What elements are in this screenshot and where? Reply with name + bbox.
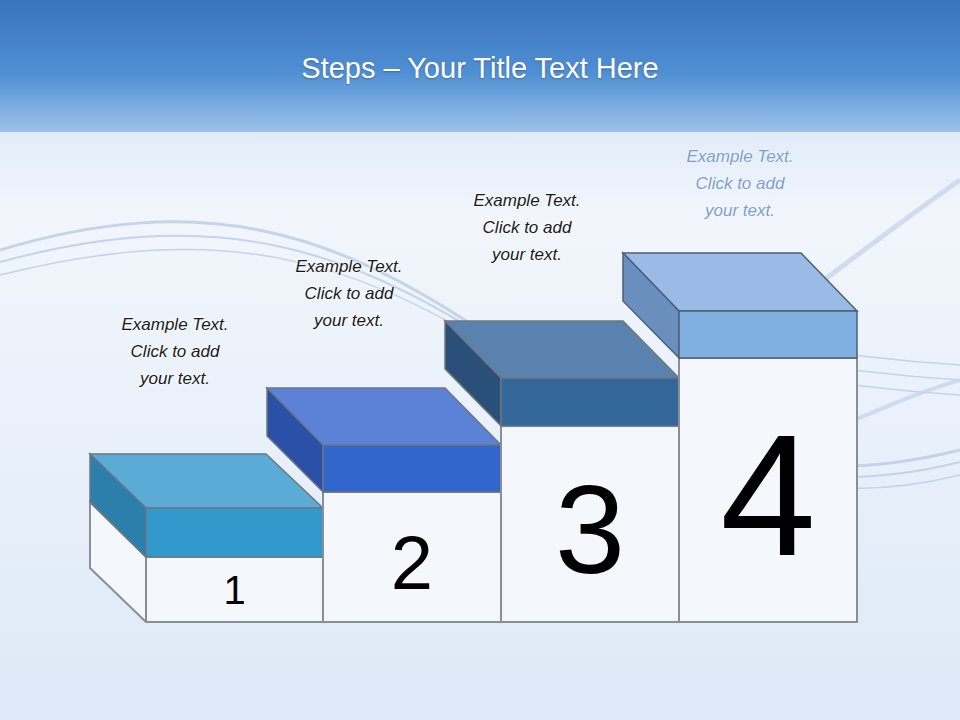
step-column: Example Text. Click to add your text.2 (323, 492, 501, 622)
step-caption: Example Text. Click to add your text. (465, 187, 589, 268)
step-1-block (90, 454, 323, 622)
step-number: 2 (323, 525, 501, 601)
step-column: Example Text. Click to add your text.3 (501, 426, 679, 622)
step-number: 4 (679, 409, 857, 581)
step-2-block (267, 388, 501, 622)
step-column: Example Text. Click to add your text.4 (679, 358, 857, 622)
step-caption: Example Text. Click to add your text. (287, 253, 411, 334)
step-column: Example Text. Click to add your text.1 (146, 557, 323, 622)
slide-title: Steps – Your Title Text Here (0, 52, 960, 85)
step-number: 1 (146, 570, 323, 610)
step-caption: Example Text. Click to add your text. (113, 311, 237, 392)
step-3-block (445, 321, 679, 622)
step-number: 3 (501, 467, 679, 593)
step-caption: Example Text. Click to add your text. (678, 143, 802, 224)
title-band (0, 0, 960, 132)
step-4-block (623, 253, 857, 622)
